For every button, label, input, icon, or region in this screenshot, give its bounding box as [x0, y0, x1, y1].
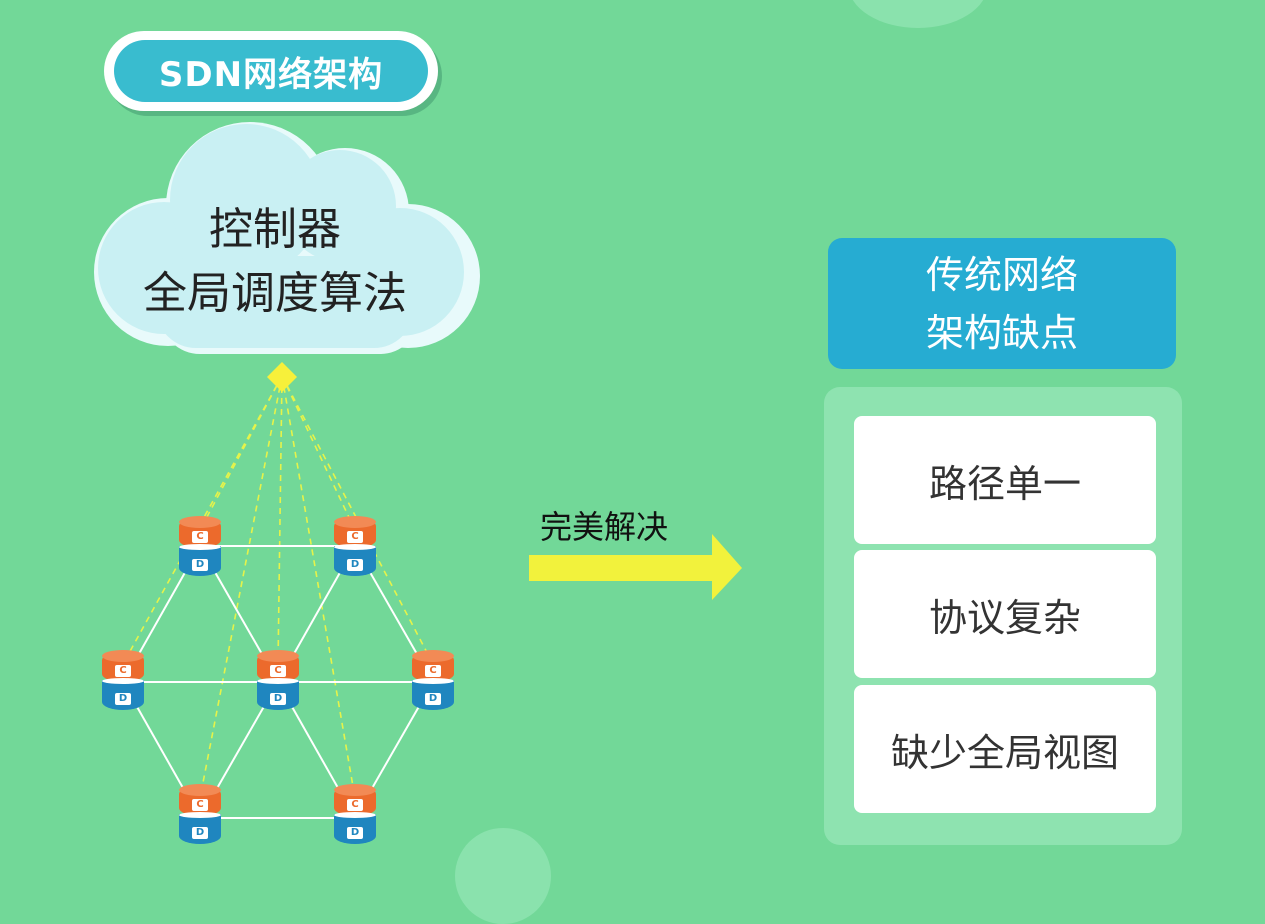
switch-node: C D	[334, 516, 376, 576]
drawbacks-panel: 路径单一 协议复杂 缺少全局视图	[824, 387, 1182, 845]
network-diagram	[94, 122, 742, 819]
control-plane-layer: C	[179, 516, 221, 548]
data-plane-layer: D	[179, 546, 221, 576]
data-plane-layer: D	[257, 680, 299, 710]
data-plane-layer: D	[334, 814, 376, 844]
data-plane-layer: D	[412, 680, 454, 710]
switch-node: C D	[257, 650, 299, 710]
control-link	[199, 375, 283, 799]
arrow-label: 完美解决	[540, 508, 669, 546]
drawback-item: 协议复杂	[854, 550, 1156, 678]
control-plane-layer: C	[257, 650, 299, 682]
title-badge-text: SDN网络架构	[114, 40, 428, 102]
switch-node: C D	[102, 650, 144, 710]
control-links	[122, 375, 434, 799]
switch-node: C D	[179, 516, 221, 576]
switch-node: C D	[334, 784, 376, 844]
control-link	[281, 375, 356, 531]
control-link	[281, 375, 356, 799]
controller-title: 控制器	[209, 204, 341, 255]
title-badge: SDN网络架构	[104, 31, 438, 111]
data-plane-layer: D	[179, 814, 221, 844]
drawback-item: 缺少全局视图	[854, 685, 1156, 813]
control-plane-layer: C	[334, 516, 376, 548]
controller-diamond-icon	[267, 362, 297, 392]
cloud-shape	[94, 122, 480, 354]
control-plane-layer: C	[179, 784, 221, 816]
traditional-network-header: 传统网络 架构缺点	[828, 238, 1176, 369]
header-line-1: 传统网络	[925, 252, 1078, 297]
right-arrow-icon	[529, 534, 742, 600]
control-plane-layer: C	[102, 650, 144, 682]
header-line-2: 架构缺点	[925, 310, 1078, 355]
control-link	[199, 375, 283, 531]
control-plane-layer: C	[334, 784, 376, 816]
switch-node: C D	[412, 650, 454, 710]
control-link	[277, 375, 283, 665]
controller-subtitle: 全局调度算法	[143, 268, 407, 319]
drawback-item: 路径单一	[854, 416, 1156, 544]
data-plane-layer: D	[334, 546, 376, 576]
control-plane-layer: C	[412, 650, 454, 682]
switch-node: C D	[179, 784, 221, 844]
data-plane-layer: D	[102, 680, 144, 710]
